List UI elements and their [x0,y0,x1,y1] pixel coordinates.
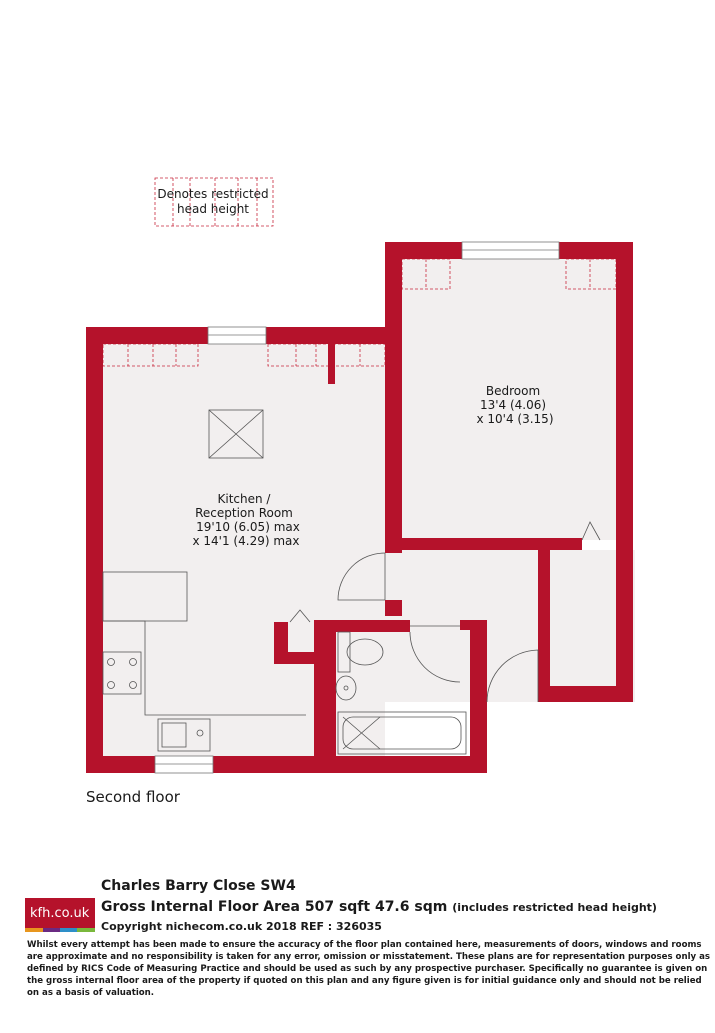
logo-bar-orange [25,928,43,932]
floor-areas [103,259,635,756]
property-address: Charles Barry Close SW4 [101,878,296,894]
floor-label: Second floor [86,788,180,806]
disclaimer: Whilst every attempt has been made to en… [27,940,711,998]
kitchen-label: Kitchen / Reception Room 19'10 (6.05) ma… [193,492,300,548]
bathroom-fittings [335,631,467,755]
skylight [208,409,264,459]
floor-plan: Denotes restricted head height [86,177,635,774]
restricted-height-legend: Denotes restricted head height [154,177,274,227]
doors [289,521,601,703]
kitchen-dim-2: x 14'1 (4.29) max [193,534,300,548]
logo-bar-purple [43,928,60,932]
floor-area-main: Gross Internal Floor Area 507 sqft 47.6 … [101,899,448,915]
kitchen-name-2: Reception Room [195,506,293,520]
logo-bar-green [77,928,95,932]
logo-bar-blue [60,928,77,932]
logo-text: kfh.co.uk [30,906,90,921]
floor-area-note: (includes restricted head height) [452,901,657,914]
bedroom-dim-2: x 10'4 (3.15) [476,412,553,426]
legend-line-2: head height [177,202,249,216]
windows [154,241,560,774]
bedroom-name: Bedroom [486,384,540,398]
floor-area: Gross Internal Floor Area 507 sqft 47.6 … [101,899,657,915]
kfh-logo: kfh.co.uk [25,898,95,932]
walls [86,242,633,773]
bedroom-label: Bedroom 13'4 (4.06) x 10'4 (3.15) [476,384,553,426]
kitchen-dim-1: 19'10 (6.05) max [196,520,300,534]
kitchen-name-1: Kitchen / [218,492,272,506]
copyright: Copyright nichecom.co.uk 2018 REF : 3260… [101,920,382,933]
bedroom-dim-1: 13'4 (4.06) [480,398,546,412]
kitchen-fittings [102,571,306,752]
legend-line-1: Denotes restricted [157,187,268,201]
